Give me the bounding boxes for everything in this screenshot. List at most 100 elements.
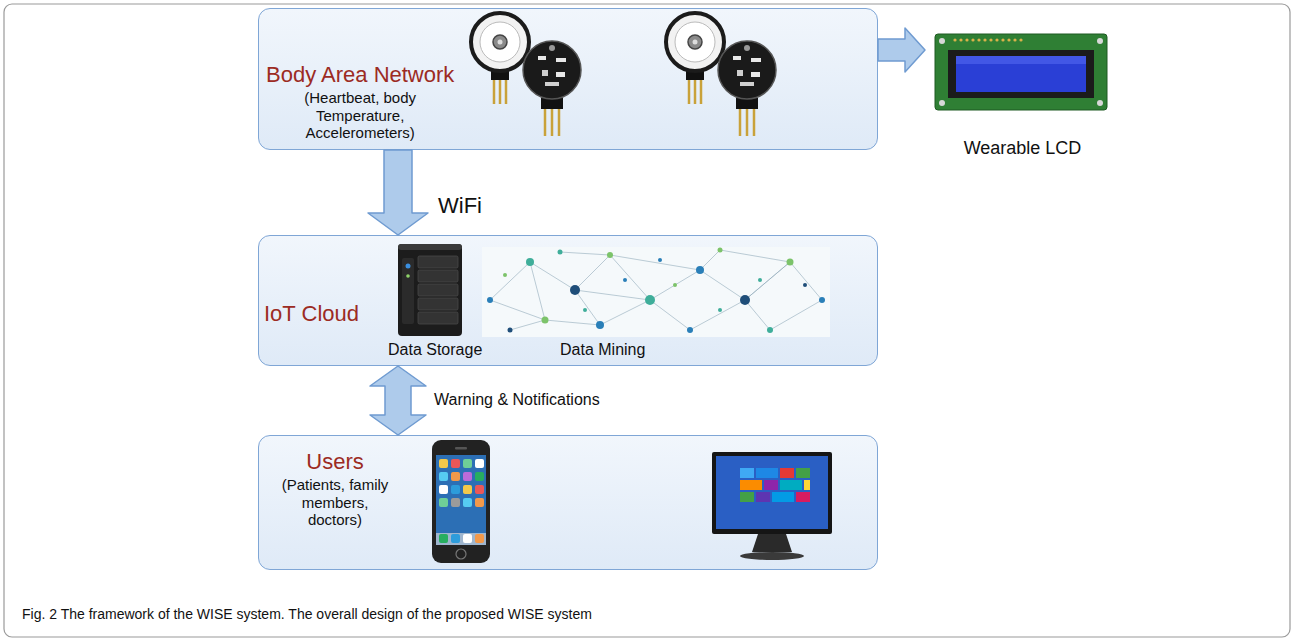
lcd-module-part (935, 34, 1107, 110)
network-graph-part (482, 247, 830, 337)
block-arrow (368, 150, 428, 235)
smartphone-part (436, 455, 486, 545)
lcd-module-part (939, 38, 945, 44)
network-graph-part (487, 297, 493, 303)
storage-server-part (418, 256, 458, 324)
network-graph-part (787, 259, 794, 266)
pulse-sensor (471, 13, 529, 104)
desktop-monitor-part (740, 480, 762, 490)
text-group: Wearable LCD (925, 138, 1120, 159)
pulse-sensor-back-part (751, 72, 760, 77)
component-label-text: Data Mining (560, 341, 645, 359)
network-graph-part (490, 250, 822, 330)
network-graph-part (696, 266, 704, 274)
desktop-monitor-part (796, 492, 810, 502)
lcd-module-part (939, 100, 945, 106)
pulse-sensor-back-part (545, 82, 559, 86)
storage-server-part (418, 298, 458, 310)
storage-server-part (398, 244, 462, 336)
users-band: Users(Patients, family members, doctors) (258, 435, 878, 570)
network-graph-part (607, 252, 613, 258)
text-group: Users(Patients, family members, doctors) (276, 449, 394, 528)
desktop-monitor-part (804, 480, 810, 490)
storage-server-part (398, 244, 462, 250)
storage-server-part (418, 256, 458, 268)
network-graph-part (745, 300, 770, 330)
network-graph-part (700, 270, 745, 300)
pulse-sensor-back-part (556, 72, 565, 77)
network-graph-part (718, 248, 723, 253)
storage-server-part (418, 312, 458, 324)
lcd-module-part (971, 38, 974, 41)
desktop-monitor-part (740, 468, 754, 478)
smartphone-part (439, 459, 448, 468)
network-graph-part (570, 285, 580, 295)
pulse-sensor-back-part (737, 70, 743, 76)
text-group: Body Area Network(Heartbeat, body Temper… (266, 62, 454, 141)
smartphone-part (432, 440, 490, 563)
lcd-module (935, 34, 1107, 110)
smartphone-part (455, 447, 467, 450)
smartphone-part (439, 472, 448, 481)
desktop-monitor-part (796, 468, 810, 478)
pulse-sensor-back-part (718, 41, 776, 99)
caption-text: Fig. 2 The framework of the WISE system.… (22, 606, 592, 622)
network-graph-part (596, 321, 604, 329)
network-graph-part (530, 262, 545, 320)
smartphone-part (451, 534, 460, 543)
pulse-sensor-back-part (746, 109, 749, 136)
desktop-monitor (712, 452, 832, 560)
pulse-sensor-back-part (523, 41, 581, 99)
component-label-text: Data Storage (388, 341, 482, 359)
pulse-sensor-back-part (551, 109, 554, 136)
network-graph-part (745, 262, 790, 300)
desktop-monitor-part (772, 492, 794, 502)
lcd-module-part (959, 38, 962, 41)
pulse-sensor-part (666, 13, 724, 71)
pulse-sensor-back-part (549, 45, 555, 51)
storage-server (398, 244, 462, 336)
band-subtitle: (Heartbeat, body Temperature, Accelerome… (298, 89, 423, 141)
component-label: Data Mining (560, 341, 645, 359)
network-graph-part (542, 317, 549, 324)
pulse-sensor-part (499, 80, 502, 104)
device-node: Wearable LCD (925, 30, 1126, 170)
pulse-sensor-back-part (739, 109, 742, 136)
pulse-sensor-part (491, 70, 509, 80)
network-graph-part (623, 278, 627, 282)
pulse-sensor-part (493, 35, 507, 49)
pulse-sensor-part (505, 80, 508, 104)
network-graph-part (767, 327, 773, 333)
lcd-module-part (1097, 100, 1103, 106)
network-graph-part (610, 255, 650, 300)
figure-frame (4, 4, 1290, 637)
network-graph-part (610, 255, 700, 270)
pulse-sensor-part (700, 80, 703, 104)
pulse-sensor-part (688, 35, 702, 49)
storage-server-part (418, 270, 458, 282)
network-graph-part (740, 295, 750, 305)
pulse-sensor-back-part (733, 56, 741, 60)
network-graph-part (718, 308, 722, 312)
network-graph-part (575, 290, 600, 325)
lcd-module-part (1013, 38, 1016, 41)
pulse-sensor-back-part (744, 45, 750, 51)
lcd-module-part (983, 38, 986, 41)
network-graph-part (645, 295, 655, 305)
storage-server-part (418, 284, 458, 296)
network-graph-part (650, 300, 690, 330)
lcd-module-part (1007, 38, 1010, 41)
lcd-module-part (989, 38, 992, 41)
smartphone-part (463, 498, 472, 507)
band-heading: Body Area Network (266, 62, 454, 87)
network-graph-part (770, 300, 822, 330)
pulse-sensor-back-part (753, 109, 756, 136)
desktop-monitor-part (756, 492, 770, 502)
pulse-sensor (666, 13, 724, 104)
smartphone-part (456, 549, 466, 559)
network-graph-part (530, 262, 575, 290)
pulse-sensor-part (471, 13, 529, 71)
pulse-sensor-back-part (736, 98, 758, 109)
desktop-monitor-part (740, 552, 804, 560)
smartphone-part (463, 485, 472, 494)
